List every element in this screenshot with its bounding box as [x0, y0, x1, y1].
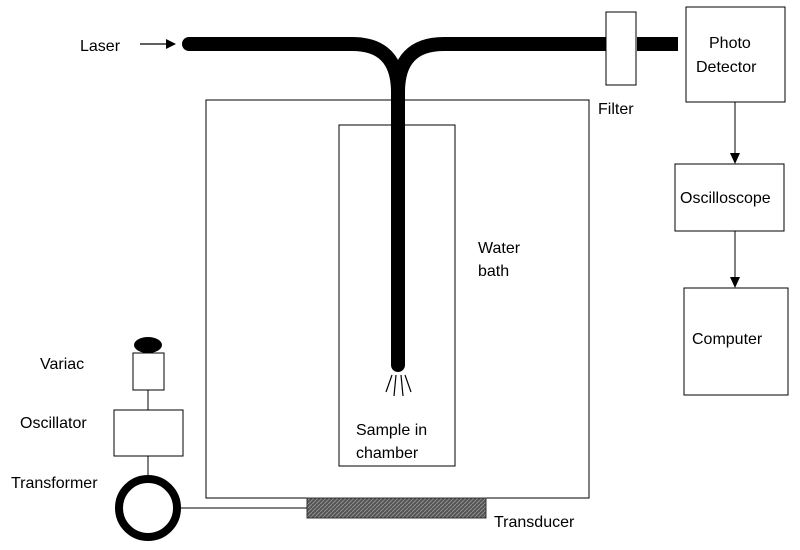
computer-box [683, 287, 789, 396]
optical-fiber [182, 37, 678, 372]
variac-knob [134, 337, 162, 353]
photo-detector-box [685, 6, 786, 103]
filter-label: Filter [598, 101, 634, 118]
transducer-label: Transducer [494, 514, 575, 531]
laser-label: Laser [80, 38, 121, 55]
oscillator-label: Oscillator [20, 415, 87, 432]
oscilloscope-label: Oscilloscope [680, 190, 771, 207]
oscilloscope-box [674, 163, 785, 232]
computer-label: Computer [692, 331, 763, 348]
detector-to-oscilloscope-arrowhead [730, 153, 740, 164]
photo-detector-label-line1: Photo [709, 35, 751, 52]
photo-detector-label-line2: Detector [696, 59, 757, 76]
oscilloscope-to-computer-arrowhead [730, 277, 740, 288]
water-bath-label-line1: Water [478, 240, 521, 257]
filter-box [605, 11, 637, 86]
variac-label: Variac [40, 356, 84, 373]
variac-box [132, 352, 165, 391]
laser-arrow-head [166, 39, 176, 49]
transformer-ring [115, 475, 181, 541]
transducer-plate [306, 497, 487, 519]
transformer-label: Transformer [11, 475, 98, 492]
sample-label-line2: chamber [356, 445, 419, 462]
oscillator-box [113, 409, 184, 457]
water-bath-label-line2: bath [478, 263, 509, 280]
emission-rays [385, 374, 412, 397]
sample-label-line1: Sample in [356, 422, 427, 439]
